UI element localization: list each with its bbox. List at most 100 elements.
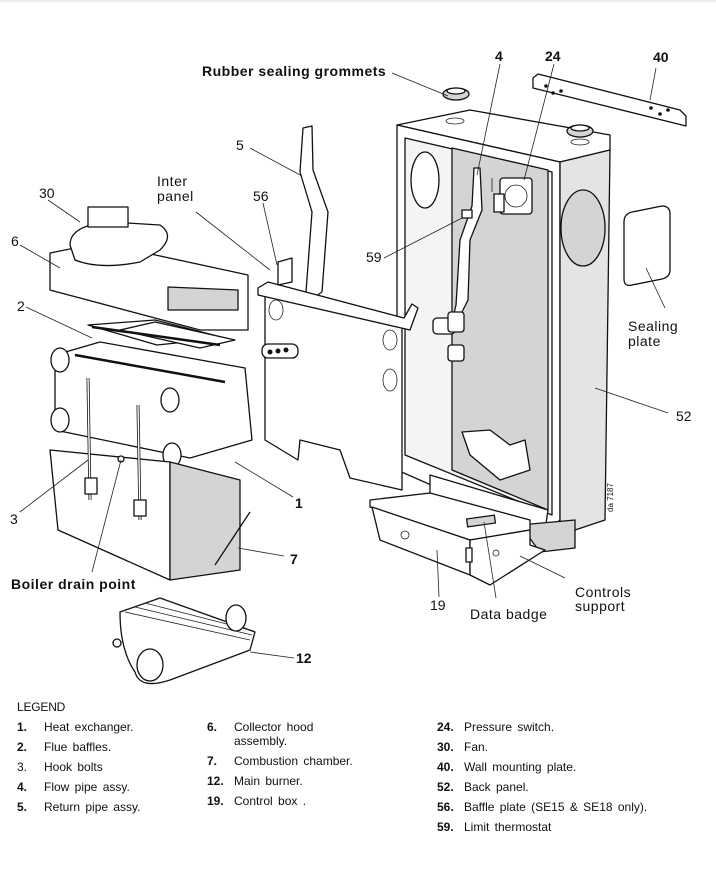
legend-item: 4.Flow pipe assy. bbox=[17, 780, 141, 794]
heat-exchanger-body bbox=[54, 341, 253, 459]
callout-5: 5 bbox=[236, 137, 244, 153]
legend-column-3: 24.Pressure switch. 30.Fan. 40. Wall moun… bbox=[437, 720, 647, 840]
inter-panel-flange bbox=[257, 281, 419, 331]
plate-hole bbox=[544, 84, 548, 88]
legend-text: Wall mounting plate. bbox=[464, 760, 577, 774]
legend-number: 24. bbox=[437, 720, 454, 734]
legend-text: Return pipe assy. bbox=[44, 800, 141, 814]
panel-hole bbox=[382, 368, 398, 392]
legend-text: Flue baffles. bbox=[44, 740, 112, 754]
legend-column-1: 1. Heat exchanger. 2. Flue baffles. 3.Hook… bbox=[17, 720, 141, 820]
legend-number: 6. bbox=[207, 720, 218, 734]
flue-baffle bbox=[119, 321, 236, 349]
pressure-switch-dial bbox=[504, 184, 528, 208]
hex-port bbox=[50, 407, 70, 433]
legend-number: 12. bbox=[207, 774, 224, 788]
leader-56 bbox=[262, 202, 278, 266]
legend-title: LEGEND bbox=[17, 700, 66, 714]
baffle-plate bbox=[277, 257, 293, 286]
legend-number: 19. bbox=[207, 794, 224, 808]
legend-text: Back panel. bbox=[464, 780, 529, 794]
leader-grommets bbox=[391, 72, 449, 97]
leader-2 bbox=[25, 306, 93, 339]
grommet-top bbox=[570, 124, 590, 132]
tube-hole bbox=[283, 347, 289, 353]
leader-data-badge bbox=[483, 521, 497, 599]
legend-item: 2. Flue baffles. bbox=[17, 740, 141, 754]
callout-1: 1 bbox=[295, 495, 303, 511]
leader-59 bbox=[383, 217, 463, 259]
legend-number: 59. bbox=[437, 820, 454, 834]
label-data-badge: Data badge bbox=[470, 606, 547, 622]
return-pipe bbox=[299, 125, 329, 301]
control-box bbox=[369, 492, 546, 586]
legend-number: 1. bbox=[17, 720, 28, 734]
plate-hole bbox=[551, 91, 555, 95]
wall-mounting-plate bbox=[532, 73, 687, 127]
panel-hole bbox=[268, 299, 284, 321]
legend-number: 4. bbox=[17, 780, 28, 794]
legend-number: 2. bbox=[17, 740, 28, 754]
legend-column-2: 6.Collector hood assembly. 7.Combustion … bbox=[207, 720, 364, 814]
legend-item: 52. Back panel. bbox=[437, 780, 647, 794]
hook-bolt-clip bbox=[84, 477, 98, 495]
label-rubber-sealing-grommets: Rubber sealing grommets bbox=[202, 63, 386, 79]
legend-item: 59. Limit thermostat bbox=[437, 820, 647, 834]
legend-number: 3. bbox=[17, 760, 28, 774]
electrode bbox=[214, 511, 251, 566]
side-opening bbox=[560, 189, 606, 267]
legend-number: 7. bbox=[207, 754, 218, 768]
label-inter-panel-line2: panel bbox=[157, 188, 194, 204]
legend-text: Control box . bbox=[234, 794, 307, 808]
label-inter-panel-line1: Inter bbox=[157, 173, 188, 189]
legend-text: Limit thermostat bbox=[464, 820, 552, 834]
legend-number: 56. bbox=[437, 800, 454, 814]
combustion-chamber-side bbox=[169, 461, 241, 581]
grommet-top bbox=[446, 87, 466, 95]
legend-item: 3.Hook bolts bbox=[17, 760, 141, 774]
leader-sealing-plate bbox=[645, 267, 666, 309]
legend-item: 24.Pressure switch. bbox=[437, 720, 647, 734]
callout-2: 2 bbox=[17, 298, 25, 314]
legend-item: 40. Wall mounting plate. bbox=[437, 760, 647, 774]
legend-item: 19. Control box . bbox=[207, 794, 364, 808]
top-hole bbox=[570, 138, 590, 146]
combustion-chamber bbox=[49, 377, 251, 581]
tube-hole bbox=[275, 348, 281, 354]
leader-52 bbox=[594, 387, 669, 414]
legend-text: Heat exchanger. bbox=[44, 720, 134, 734]
leader-30 bbox=[47, 199, 81, 223]
inter-panel bbox=[257, 257, 419, 491]
drain-point bbox=[117, 455, 125, 463]
legend-number: 52. bbox=[437, 780, 454, 794]
leader-24 bbox=[523, 63, 555, 181]
legend-item: 6.Collector hood assembly. bbox=[207, 720, 364, 748]
hook-bolt-clip bbox=[133, 499, 147, 517]
plate-hole bbox=[649, 106, 653, 110]
fan-housing bbox=[69, 221, 169, 267]
legend-text: Main burner. bbox=[234, 774, 303, 788]
legend-number: 40. bbox=[437, 760, 454, 774]
leader-inter-panel bbox=[195, 211, 271, 271]
combustion-chamber-body bbox=[49, 449, 171, 581]
top-hole bbox=[445, 117, 465, 125]
control-screw bbox=[492, 549, 500, 557]
callout-56: 56 bbox=[253, 188, 269, 204]
legend-item: 56.Baffle plate (SE15 & SE18 only). bbox=[437, 800, 647, 814]
label-boiler-drain-point: Boiler drain point bbox=[11, 576, 136, 592]
burner-manifold bbox=[225, 604, 247, 632]
legend-item: 30.Fan. bbox=[437, 740, 647, 754]
leader-boiler-drain bbox=[91, 459, 122, 573]
callout-7: 7 bbox=[290, 551, 298, 567]
leader-5 bbox=[249, 147, 303, 177]
legend-text: Fan. bbox=[464, 740, 489, 754]
pipe-nut bbox=[447, 311, 465, 333]
callouts: Rubber sealing grommets 4 24 40 5 Inter … bbox=[10, 48, 692, 666]
callout-4: 4 bbox=[495, 48, 503, 64]
leader-1 bbox=[234, 461, 294, 498]
panel-hole bbox=[382, 329, 398, 351]
leader-lines bbox=[19, 63, 669, 659]
hood-outlet bbox=[167, 286, 239, 311]
data-badge-plate bbox=[465, 514, 497, 528]
callout-19: 19 bbox=[430, 597, 446, 613]
